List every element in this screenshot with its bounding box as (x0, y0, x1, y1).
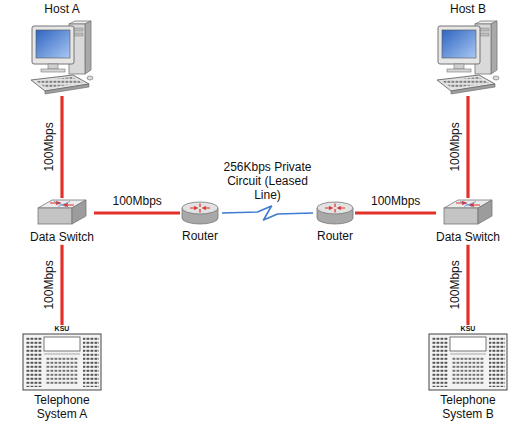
telephone-system: KSU Telephone System A (20, 325, 104, 422)
speed-label: 100Mbps (371, 195, 420, 209)
data-switch-icon (442, 198, 494, 228)
device-label: Telephone System A (20, 394, 104, 422)
data-switch: Data Switch (30, 198, 94, 245)
data-switch: Data Switch (436, 198, 500, 245)
speed-label: 100Mbps (42, 260, 56, 309)
device-label: Host A (44, 3, 79, 17)
device-label: Data Switch (436, 231, 500, 245)
speed-label: 100Mbps (448, 260, 462, 309)
speed-label: 100Mbps (448, 122, 462, 171)
ethernet-link (60, 245, 63, 325)
ethernet-link (466, 96, 469, 198)
speed-label: 100Mbps (113, 195, 162, 209)
unit-label: KSU (461, 325, 476, 332)
telephone-system-icon (22, 333, 102, 391)
ethernet-link (60, 96, 63, 198)
host-computer: Host B (435, 3, 501, 96)
host-computer-icon (29, 20, 95, 96)
host-computer: Host A (29, 3, 95, 96)
device-label: Host B (450, 3, 486, 17)
host-computer-icon (435, 20, 501, 96)
unit-label: KSU (55, 325, 70, 332)
router-icon (315, 199, 355, 227)
data-switch-icon (36, 198, 88, 228)
leased-line (222, 206, 313, 220)
router: Router (180, 199, 220, 244)
ethernet-link (355, 211, 436, 214)
router: Router (315, 199, 355, 244)
telephone-system: KSU Telephone System B (426, 325, 510, 422)
device-label: Router (317, 230, 353, 244)
circuit-label: 256Kbps Private Circuit (Leased Line) (223, 161, 313, 202)
router-icon (180, 199, 220, 227)
ethernet-link (466, 245, 469, 325)
telephone-system-icon (428, 333, 508, 391)
device-label: Router (182, 230, 218, 244)
device-label: Telephone System B (426, 394, 510, 422)
ethernet-link (94, 211, 180, 214)
device-label: Data Switch (30, 231, 94, 245)
speed-label: 100Mbps (42, 122, 56, 171)
